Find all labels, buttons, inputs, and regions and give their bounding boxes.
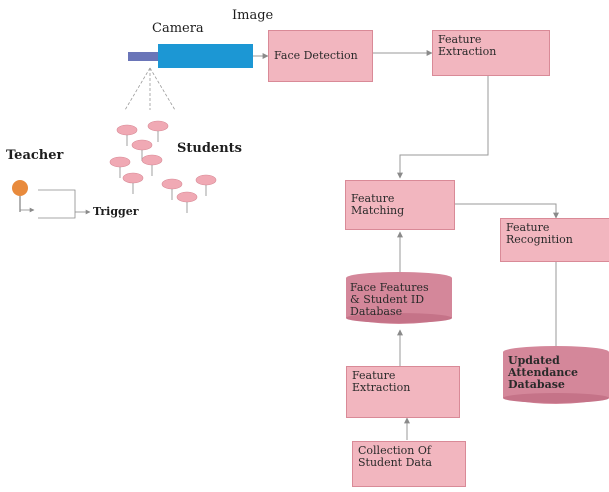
- feature-extraction-top-text: Feature Extraction: [438, 33, 497, 58]
- camera-label: Camera: [152, 21, 204, 36]
- feature-matching-box: Feature Matching: [345, 180, 455, 230]
- student-icon: [122, 172, 144, 194]
- student-icon: [195, 174, 217, 196]
- student-icon: [116, 124, 138, 146]
- feature-recognition-text: Feature Recognition: [506, 221, 573, 246]
- arrow-matching-to-recognition: [455, 203, 559, 219]
- updated-attendance-db-text: Updated Attendance Database: [508, 354, 579, 391]
- student-icon: [109, 156, 131, 178]
- feature-recognition-box: Feature Recognition: [500, 218, 609, 262]
- arrow-extraction-to-matching: [397, 75, 489, 179]
- feature-extraction-top-box: Feature Extraction: [432, 30, 550, 76]
- teacher-label: Teacher: [6, 148, 64, 163]
- student-icon: [176, 191, 198, 213]
- face-detection-box: Face Detection: [268, 30, 373, 82]
- feature-matching-text: Feature Matching: [351, 192, 405, 217]
- collection-student-data-text: Collection Of Student Data: [358, 444, 432, 469]
- feature-extraction-bottom-text: Feature Extraction: [352, 369, 411, 394]
- trigger-connector: [20, 189, 91, 219]
- face-features-db-text: Face Features & Student ID Database: [350, 281, 429, 318]
- student-icon: [147, 120, 169, 142]
- image-label: Image: [232, 8, 274, 23]
- teacher-icon: [12, 180, 28, 212]
- trigger-label: Trigger: [93, 205, 139, 218]
- students-group: [109, 120, 217, 213]
- student-icon: [161, 178, 183, 200]
- camera-view-lines: [124, 67, 176, 111]
- collection-student-data-box: Collection Of Student Data: [352, 441, 466, 487]
- flow-arrows: [253, 50, 559, 440]
- updated-attendance-db-shape: [503, 346, 609, 404]
- face-features-db-shape: [346, 272, 452, 324]
- face-detection-text: Face Detection: [274, 49, 358, 62]
- feature-extraction-bottom-box: Feature Extraction: [346, 366, 460, 418]
- student-icon: [131, 139, 153, 161]
- student-icon: [141, 154, 163, 176]
- students-label: Students: [177, 141, 242, 156]
- camera-icon: [128, 44, 253, 68]
